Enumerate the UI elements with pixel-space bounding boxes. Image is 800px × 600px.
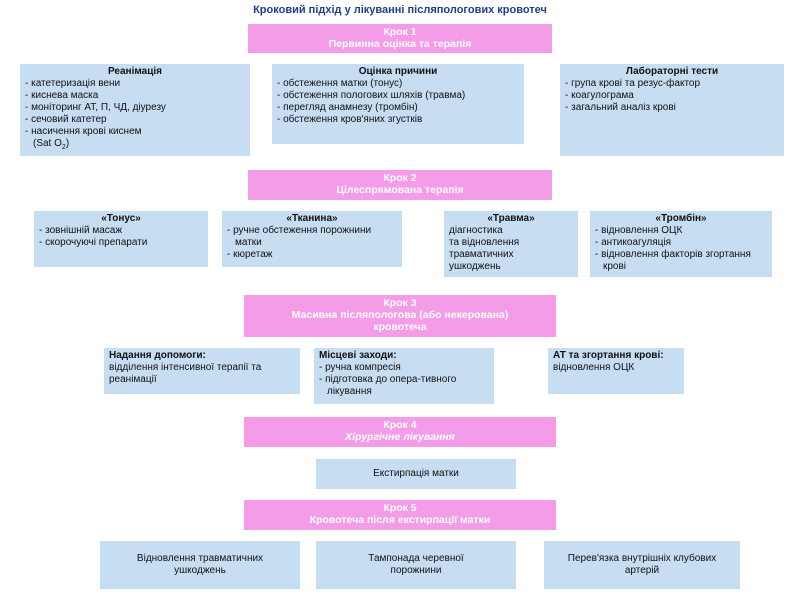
trauma-line: ушкоджень <box>449 261 501 272</box>
step-1-name: Первинна оцінка та терапія <box>328 38 472 50</box>
local-measures-box: Місцеві заходи: ручна компресія підготов… <box>314 348 494 404</box>
list-item: катетеризація вени <box>25 78 245 90</box>
list-item: відновлення факторів згортання крові <box>595 249 767 273</box>
list-item: ручне обстеження порожнини матки <box>227 225 397 249</box>
trauma-heading: «Травма» <box>487 213 535 224</box>
bp-coagulation-heading: АТ та згортання крові: <box>553 350 664 361</box>
trauma-line: травматичних <box>449 249 514 260</box>
step-5-name: Кровотеча після екстирпації матки <box>309 514 491 526</box>
trauma-repair-text: Відновлення травматичних ушкоджень <box>136 553 264 576</box>
list-item: перегляд анамнезу (тромбін) <box>277 102 519 114</box>
cause-heading: Оцінка причини <box>358 66 438 77</box>
tonus-heading: «Тонус» <box>101 213 141 224</box>
help-box: Надання допомоги: відділення інтенсивної… <box>104 348 300 394</box>
local-measures-heading: Місцеві заходи: <box>319 350 397 361</box>
step-2-banner: Крок 2 Цілеспрямована терапія <box>248 170 552 200</box>
iliac-ligation-text: Перев'язка внутрішніх клубових артерій <box>567 553 717 576</box>
step-2-label: Крок 2 <box>383 172 417 184</box>
labs-box: Лабораторні тести група крові та резус-ф… <box>560 64 784 156</box>
trauma-repair-box: Відновлення травматичних ушкоджень <box>100 541 300 589</box>
trauma-box: «Травма» діагностика та відновлення трав… <box>444 211 578 277</box>
step-4-banner: Крок 4 Хірургічне лікування <box>244 417 556 447</box>
step-4-label: Крок 4 <box>383 419 417 431</box>
list-item: сечовий катетер <box>25 114 245 126</box>
list-item: ручна компресія <box>319 362 489 374</box>
cause-box: Оцінка причини обстеження матки (тонус) … <box>272 64 524 144</box>
iliac-ligation-box: Перев'язка внутрішніх клубових артерій <box>544 541 740 589</box>
list-item: обстеження кров'яних згустків <box>277 114 519 126</box>
diagram-title: Кроковий підхід у лікуванні післяпологов… <box>253 4 547 16</box>
step-1-label: Крок 1 <box>383 26 417 38</box>
list-item: загальний аналіз крові <box>565 102 779 114</box>
step-5-label: Крок 5 <box>383 502 417 514</box>
tonus-box: «Тонус» зовнішній масаж скорочуючі препа… <box>34 211 208 267</box>
step-4-name: Хірургічне лікування <box>345 431 455 443</box>
list-item: обстеження пологових шляхів (травма) <box>277 90 519 102</box>
list-item: підготовка до опера-тивного лікування <box>319 374 489 398</box>
list-item: група крові та резус-фактор <box>565 78 779 90</box>
list-item: насичення крові киснем <box>25 126 245 138</box>
bp-coagulation-box: АТ та згортання крові: відновлення ОЦК <box>548 348 684 394</box>
step-3-label: Крок 3 <box>383 297 417 309</box>
step-3-name: Масивна післяпологова (або некерована) к… <box>291 309 509 333</box>
step-2-name: Цілеспрямована терапія <box>336 184 464 196</box>
step-1-banner: Крок 1 Первинна оцінка та терапія <box>248 24 552 53</box>
thrombin-box: «Тромбін» відновлення ОЦК антикоагуляція… <box>590 211 772 277</box>
sat-o2-note: (Sat O2) <box>33 138 70 151</box>
help-heading: Надання допомоги: <box>109 350 206 361</box>
list-item: моніторинг АТ, П, ЧД, діурезу <box>25 102 245 114</box>
list-item: киснева маска <box>25 90 245 102</box>
list-item: коагулограма <box>565 90 779 102</box>
tissue-box: «Тканина» ручне обстеження порожнини мат… <box>222 211 402 267</box>
step-3-banner: Крок 3 Масивна післяпологова (або некеро… <box>244 295 556 337</box>
trauma-line: діагностика <box>449 225 503 236</box>
trauma-line: та відновлення <box>449 237 520 248</box>
list-item: скорочуючі препарати <box>39 237 203 249</box>
step-5-banner: Крок 5 Кровотеча після екстирпації матки <box>244 500 556 530</box>
help-text: відділення інтенсивної терапії та реанім… <box>109 362 262 385</box>
list-item: кюретаж <box>227 249 397 261</box>
list-item: зовнішній масаж <box>39 225 203 237</box>
list-item: відновлення ОЦК <box>595 225 767 237</box>
bp-coagulation-text: відновлення ОЦК <box>553 362 635 373</box>
extirpation-box: Екстирпація матки <box>316 459 516 489</box>
list-item: антикоагуляція <box>595 237 767 249</box>
tamponade-text: Тампонада черевної порожнини <box>368 553 464 576</box>
reanimation-heading: Реанімація <box>108 66 162 77</box>
extirpation-text: Екстирпація матки <box>373 468 459 479</box>
tamponade-box: Тампонада черевної порожнини <box>316 541 516 589</box>
labs-heading: Лабораторні тести <box>625 66 719 77</box>
list-item: обстеження матки (тонус) <box>277 78 519 90</box>
thrombin-heading: «Тромбін» <box>655 213 707 224</box>
reanimation-box: Реанімація катетеризація вени киснева ма… <box>20 64 250 156</box>
tissue-heading: «Тканина» <box>286 213 338 224</box>
